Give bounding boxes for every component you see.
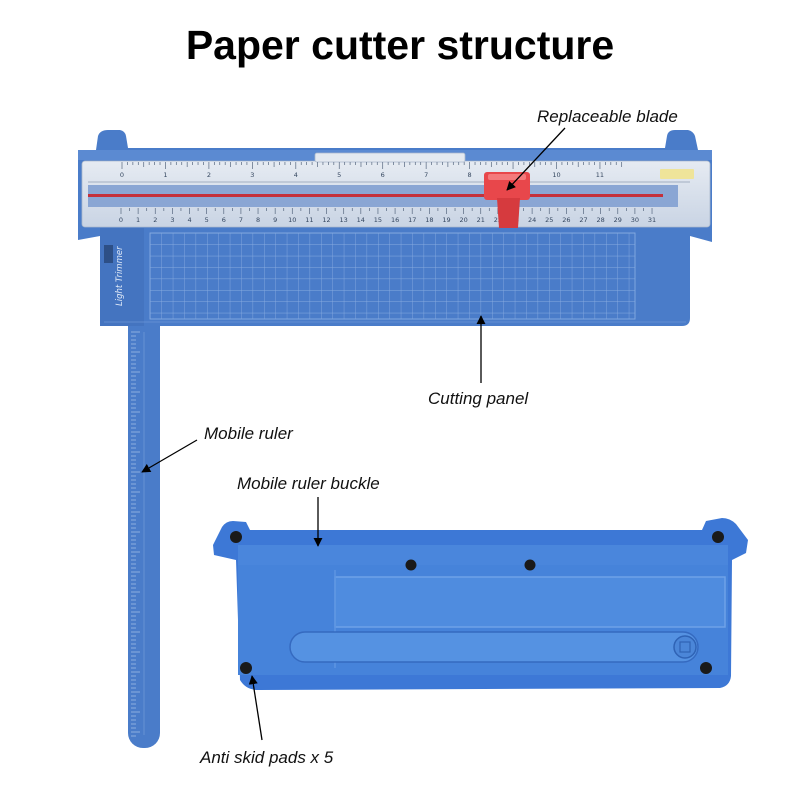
arrow-mobile-ruler — [141, 439, 198, 473]
label-replaceable-blade: Replaceable blade — [537, 107, 678, 126]
panel-side-strip — [100, 228, 144, 326]
cm-number: 21 — [477, 216, 485, 224]
cm-number: 10 — [288, 216, 296, 224]
stored-ruler-slot — [289, 631, 699, 663]
anti-skid-pad — [230, 531, 242, 543]
blade-highlight — [488, 174, 526, 180]
ruler-pivot — [673, 635, 697, 659]
arrow-anti-skid-pads — [248, 675, 263, 741]
label-cutting-panel: Cutting panel — [428, 389, 529, 408]
page-title: Paper cutter structure — [186, 22, 614, 68]
blade-foot — [497, 198, 520, 228]
label-anti-skid-pads: Anti skid pads x 5 — [199, 748, 334, 767]
cm-number: 7 — [239, 216, 243, 224]
cm-number: 5 — [205, 216, 209, 224]
inch-number: 8 — [468, 171, 472, 179]
inch-number: 10 — [552, 171, 560, 179]
cm-number: 20 — [459, 216, 467, 224]
cm-number: 3 — [170, 216, 174, 224]
cut-guide-line — [88, 194, 663, 197]
underside-raised-rib — [334, 576, 726, 628]
brand-side-text: Light Trimmer — [115, 246, 125, 306]
paper-cutter-top-view: 0123456789101101234567891011121314151617… — [78, 130, 712, 748]
inch-number: 3 — [250, 171, 254, 179]
cm-number: 1 — [136, 216, 140, 224]
mobile-ruler-ticks — [131, 331, 140, 737]
cm-number: 31 — [648, 216, 656, 224]
cm-number: 8 — [256, 216, 260, 224]
inch-number: 0 — [120, 171, 124, 179]
cm-number: 15 — [374, 216, 382, 224]
inch-number: 1 — [163, 171, 167, 179]
inch-number: 7 — [424, 171, 428, 179]
anti-skid-pads — [230, 531, 724, 674]
paper-cutter-underside-view — [213, 518, 748, 690]
inch-number: 11 — [596, 171, 604, 179]
cm-number: 28 — [596, 216, 604, 224]
cm-number: 4 — [187, 216, 191, 224]
cm-number: 24 — [528, 216, 536, 224]
size-sticker — [660, 169, 694, 179]
label-mobile-ruler: Mobile ruler — [204, 424, 294, 443]
transparent-guide-ruler: 0123456789101101234567891011121314151617… — [81, 152, 711, 228]
anti-skid-pad — [524, 559, 536, 571]
label-mobile-ruler-buckle: Mobile ruler buckle — [237, 474, 380, 493]
anti-skid-pad — [240, 662, 252, 674]
cm-number: 2 — [153, 216, 157, 224]
ruler-pivot-socket — [679, 641, 691, 653]
cm-number: 25 — [545, 216, 553, 224]
cm-number: 30 — [631, 216, 639, 224]
cm-number: 12 — [322, 216, 330, 224]
cm-number: 13 — [340, 216, 348, 224]
inch-number: 2 — [207, 171, 211, 179]
cm-number: 26 — [562, 216, 570, 224]
anti-skid-pad — [712, 531, 724, 543]
annotations: Replaceable blade Cutting panel Mobile r… — [141, 107, 678, 767]
cm-number: 16 — [391, 216, 399, 224]
inch-number: 5 — [337, 171, 341, 179]
cm-number: 0 — [119, 216, 123, 224]
cm-number: 11 — [305, 216, 313, 224]
cutting-grid — [149, 232, 636, 320]
arrow-replaceable-blade — [506, 127, 566, 191]
cm-number: 17 — [408, 216, 416, 224]
cutting-panel: Light Trimmer — [100, 228, 690, 326]
cm-number: 6 — [222, 216, 226, 224]
cm-number: 18 — [425, 216, 433, 224]
anti-skid-pad — [405, 559, 417, 571]
mobile-ruler — [128, 300, 160, 748]
cm-number: 14 — [357, 216, 365, 224]
ruler-handle-strip — [314, 152, 466, 163]
underside-top-ridge — [238, 545, 728, 565]
cm-number: 9 — [273, 216, 277, 224]
cm-number: 19 — [442, 216, 450, 224]
model-badge — [104, 245, 113, 263]
cm-number: 29 — [614, 216, 622, 224]
anti-skid-pad — [700, 662, 712, 674]
inch-number: 6 — [381, 171, 385, 179]
inch-number: 4 — [294, 171, 298, 179]
cm-number: 27 — [579, 216, 587, 224]
cm-number: 22 — [494, 216, 502, 224]
